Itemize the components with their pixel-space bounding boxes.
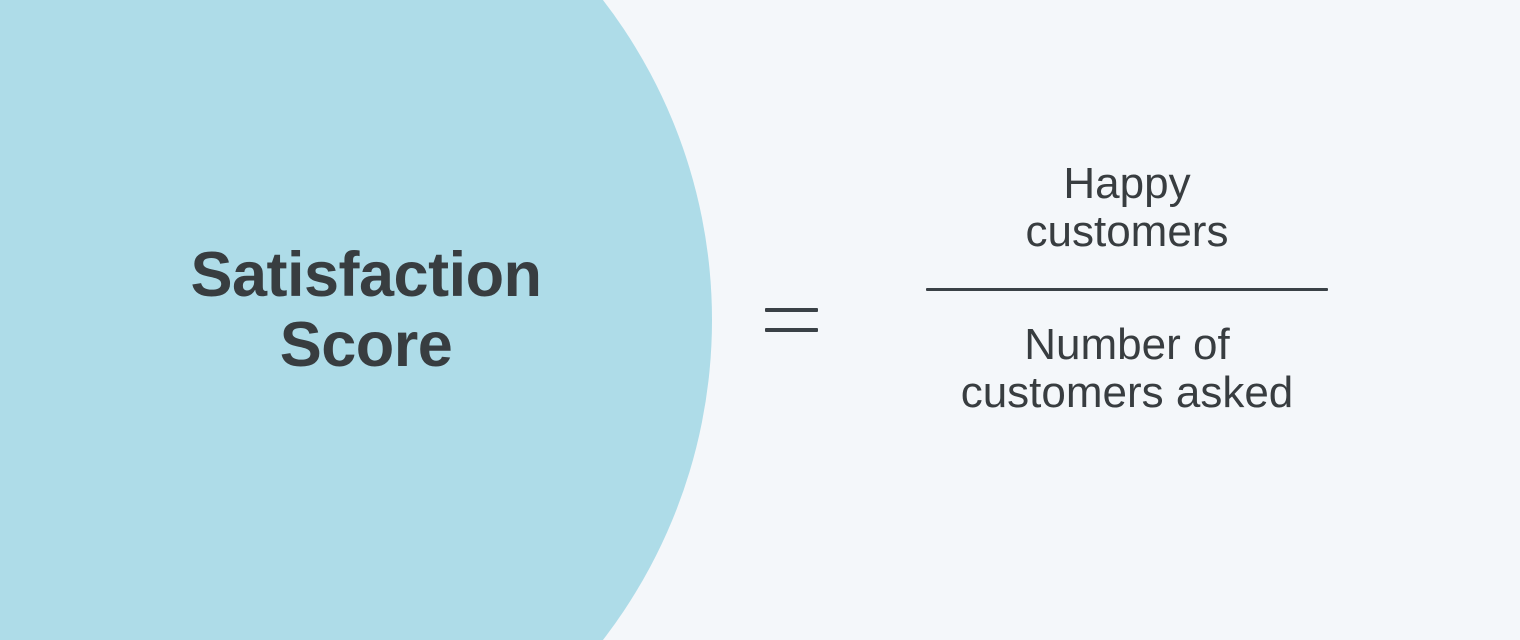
fraction-denominator: Number of customers asked xyxy=(960,320,1294,417)
fraction-divider-line xyxy=(926,288,1328,291)
fraction-numerator: Happy customers xyxy=(1025,159,1229,256)
fraction: Happy customers Number of customers aske… xyxy=(876,160,1378,417)
formula-equation: Happy customers Number of customers aske… xyxy=(700,0,1520,640)
equals-icon-bar-bottom xyxy=(765,328,818,332)
equals-icon xyxy=(765,308,818,332)
equals-icon-bar-top xyxy=(765,308,818,312)
page-title: Satisfaction Score xyxy=(190,240,542,380)
background-circle xyxy=(0,0,712,640)
